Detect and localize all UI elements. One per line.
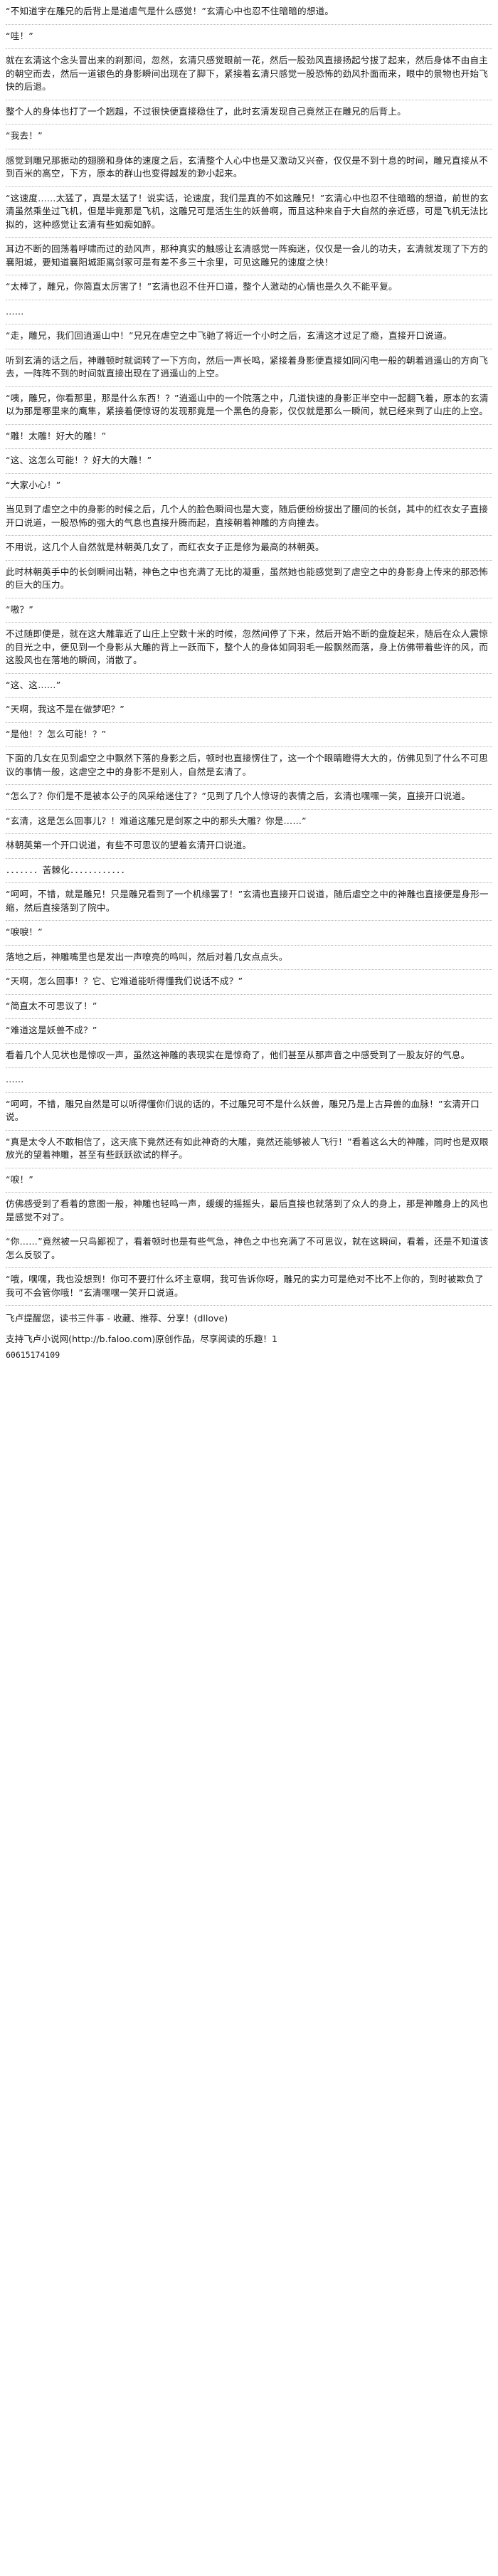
paragraph: “呵呵，不错，雕兄自然是可以听得懂你们说的话的，不过雕兄可不是什么妖兽，雕兄乃是… bbox=[6, 1093, 492, 1131]
paragraph: “唳唳！” bbox=[6, 921, 492, 946]
paragraph: “你……”竟然被一只鸟鄙视了，看着顿时也是有些气急，神色之中也充满了不可思议，就… bbox=[6, 1230, 492, 1268]
paragraph: “嗷？” bbox=[6, 598, 492, 623]
paragraph: “难道这是妖兽不成？” bbox=[6, 1019, 492, 1044]
paragraph: 整个人的身体也打了一个趔趄，不过很快便直接稳住了，此时玄清发现自己竟然正在雕兄的… bbox=[6, 100, 492, 125]
paragraph: “真是太令人不敢相信了，这天底下竟然还有如此神奇的大雕，竟然还能够被人飞行！”看… bbox=[6, 1131, 492, 1168]
paragraph: “我去！” bbox=[6, 125, 492, 149]
paragraph: “呵呵，不错，就是雕兄！只是雕兄看到了一个机缘罢了！”玄清也直接开口说道，随后虐… bbox=[6, 883, 492, 921]
paragraph: 林朝英第一个开口说道，有些不可思议的望着玄清开口说道。 bbox=[6, 834, 492, 859]
paragraph: 听到玄清的话之后，神雕顿时就调转了一下方向，然后一声长鸣，紧接着身影便直接如同闪… bbox=[6, 349, 492, 387]
paragraph: “这、这怎么可能！？好大的大雕！” bbox=[6, 449, 492, 474]
paragraph: “走，雕兄，我们回逍遥山中！”兄兄在虐空之中飞驰了将近一个小时之后，玄清这才过足… bbox=[6, 324, 492, 349]
paragraph: 仿佛感受到了看着的意图一般，神雕也轻鸣一声，缓缓的摇摇头，最后直接也就落到了众人… bbox=[6, 1193, 492, 1230]
paragraph: 落地之后，神雕嘴里也是发出一声嘹亮的鸣叫，然后对着几女点点头。 bbox=[6, 946, 492, 970]
paragraph: 不过随即便是，就在这大雕靠近了山庄上空数十米的时候，忽然间停了下来，然后开始不断… bbox=[6, 623, 492, 674]
paragraph: “这、这……” bbox=[6, 674, 492, 698]
paragraph: …… bbox=[6, 1068, 492, 1093]
paragraph: “咦，雕兄，你看那里，那是什么东西！？”逍遥山中的一个院落之中，几道快速的身影正… bbox=[6, 387, 492, 425]
paragraph: 感觉到雕兄那振动的翅膀和身体的速度之后，玄清整个人心中也是又激动又兴奋，仅仅是不… bbox=[6, 149, 492, 187]
paragraph: 当见到了虐空之中的身影的时候之后，几个人的脸色瞬间也是大变，随后便纷纷拔出了腰间… bbox=[6, 498, 492, 536]
paragraph: 此时林朝英手中的长剑瞬间出鞘，神色之中也充满了无比的凝重，虽然她也能感觉到了虐空… bbox=[6, 561, 492, 598]
paragraph: “这速度……太猛了，真是太猛了！说实话，论速度，我们是真的不如这雕兄！”玄清心中… bbox=[6, 187, 492, 238]
paragraph: 就在玄清这个念头冒出来的刹那间，忽然，玄清只感觉眼前一花，然后一股劲风直接扬起兮… bbox=[6, 49, 492, 100]
paragraph: “太棒了，雕兄，你简直太厉害了！”玄清也忍不住开口道，整个人激动的心情也是久久不… bbox=[6, 275, 492, 300]
paragraph: “唳！” bbox=[6, 1168, 492, 1193]
paragraph: “是他！？怎么可能！？” bbox=[6, 723, 492, 747]
paragraph: 下面的几女在见到虐空之中飘然下落的身影之后，顿时也直接愣住了，这一个个眼睛瞪得大… bbox=[6, 747, 492, 785]
document-id: 60615174109 bbox=[6, 1350, 60, 1360]
paragraph: ．．．．．．．苦棘化．．．．．．．．．．．． bbox=[6, 859, 492, 883]
paragraph: “怎么了？你们是不是被本公子的风采给迷住了？”见到了几个人惊讶的表情之后，玄清也… bbox=[6, 785, 492, 810]
paragraph: “天啊，怎么回事！？它、它难道能听得懂我们说话不成？” bbox=[6, 970, 492, 995]
paragraph: “哇！” bbox=[6, 25, 492, 49]
paragraph: 不用说，这几个人自然就是林朝英几女了，而红衣女子正是修为最高的林朝英。 bbox=[6, 536, 492, 561]
paragraph: “玄清，这是怎么回事儿？！难道这雕兄是剑冢之中的那头大雕？你是……” bbox=[6, 810, 492, 834]
site-support-link[interactable]: 支持飞卢小说网(http://b.faloo.com)原创作品，尽享阅读的乐趣！… bbox=[6, 1334, 278, 1344]
paragraph: “雕！太雕！好大的雕！” bbox=[6, 425, 492, 449]
paragraph: “大家小心！” bbox=[6, 474, 492, 498]
reading-reminder: 飞卢提醒您，读书三件事 - 收藏、推荐、分享！(dllove) bbox=[6, 1313, 228, 1324]
paragraph: …… bbox=[6, 300, 492, 324]
paragraph: “不知道宇在雕兄的后背上是道虐气是什么感觉！”玄清心中也忍不住暗暗的想道。 bbox=[6, 0, 492, 25]
paragraph: “天啊，我这不是在做梦吧？” bbox=[6, 698, 492, 723]
paragraph: 耳边不断的回荡着呼啸而过的劲风声，那种真实的触感让玄清感觉一阵痴迷，仅仅是一会儿… bbox=[6, 238, 492, 275]
paragraph: “简直太不可思议了！” bbox=[6, 995, 492, 1019]
paragraph: 看着几个人见状也是惊叹一声，虽然这神雕的表现实在是惊奇了，他们甚至从那声音之中感… bbox=[6, 1044, 492, 1068]
chapter-body: “不知道宇在雕兄的后背上是道虐气是什么感觉！”玄清心中也忍不住暗暗的想道。 “哇… bbox=[6, 0, 492, 1306]
paragraph: “哦，嘿嘿，我也没想到！你可不要打什么坏主意啊，我可告诉你呀，雕兄的实力可是绝对… bbox=[6, 1268, 492, 1306]
